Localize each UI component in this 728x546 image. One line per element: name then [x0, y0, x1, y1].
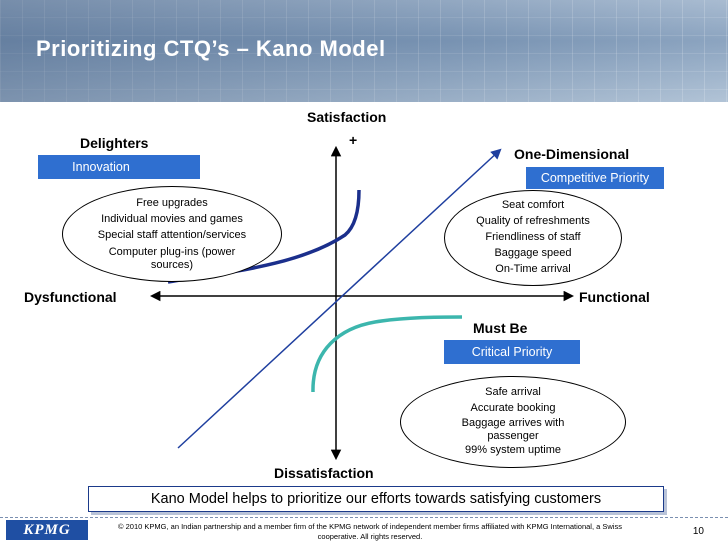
- delighter-item: Individual movies and games: [101, 212, 243, 225]
- kpmg-logo-text: KPMG: [23, 521, 71, 538]
- delighter-item: Special staff attention/services: [97, 228, 247, 241]
- header-banner: Prioritizing CTQ’s – Kano Model: [0, 0, 728, 102]
- one-dimensional-item: Friendliness of staff: [485, 231, 581, 244]
- innovation-tag-label: Innovation: [72, 160, 130, 174]
- one-dimensional-oval: Seat comfort Quality of refreshments Fri…: [444, 190, 622, 286]
- must-be-heading: Must Be: [473, 320, 528, 336]
- delighters-heading: Delighters: [80, 135, 149, 151]
- one-dimensional-item: Baggage speed: [494, 246, 572, 259]
- delighter-item: Computer plug-ins (power sources): [108, 245, 236, 271]
- competitive-priority-tag: Competitive Priority: [526, 167, 664, 189]
- competitive-priority-tag-label: Competitive Priority: [540, 171, 650, 185]
- must-be-oval: Safe arrival Accurate booking Baggage ar…: [400, 376, 626, 468]
- summary-banner-text: Kano Model helps to prioritize our effor…: [150, 491, 602, 507]
- delighter-item: Free upgrades: [136, 196, 208, 209]
- axis-label-plus: +: [349, 132, 358, 148]
- one-dimensional-item: Quality of refreshments: [476, 215, 590, 228]
- must-be-item: Accurate booking: [470, 401, 556, 414]
- page-number: 10: [692, 526, 704, 537]
- summary-banner: Kano Model helps to prioritize our effor…: [88, 486, 664, 512]
- delighters-oval: Free upgrades Individual movies and game…: [62, 186, 282, 282]
- axis-label-satisfaction: Satisfaction: [307, 109, 387, 125]
- axis-label-functional: Functional: [579, 289, 650, 305]
- innovation-tag: Innovation: [38, 155, 200, 179]
- must-be-curve: [311, 315, 463, 393]
- critical-priority-tag: Critical Priority: [444, 340, 580, 364]
- one-dimensional-line: [177, 148, 502, 449]
- footer-divider: [0, 517, 728, 518]
- must-be-item: Baggage arrives with passenger: [461, 416, 565, 442]
- must-be-item: 99% system uptime: [465, 444, 561, 457]
- slide-title: Prioritizing CTQ’s – Kano Model: [36, 36, 386, 61]
- axis-label-dissatisfaction: Dissatisfaction: [274, 465, 374, 481]
- one-dimensional-item: On-Time arrival: [495, 262, 571, 275]
- header-texture: [0, 0, 728, 102]
- one-dimensional-heading: One-Dimensional: [514, 146, 630, 162]
- axis-label-dysfunctional: Dysfunctional: [24, 289, 117, 305]
- copyright-notice: © 2010 KPMG, an Indian partnership and a…: [118, 522, 622, 541]
- kpmg-logo: KPMG: [6, 520, 88, 540]
- must-be-item: Safe arrival: [485, 385, 541, 398]
- one-dimensional-item: Seat comfort: [501, 199, 565, 212]
- header-shade: [0, 0, 728, 102]
- critical-priority-tag-label: Critical Priority: [471, 345, 553, 359]
